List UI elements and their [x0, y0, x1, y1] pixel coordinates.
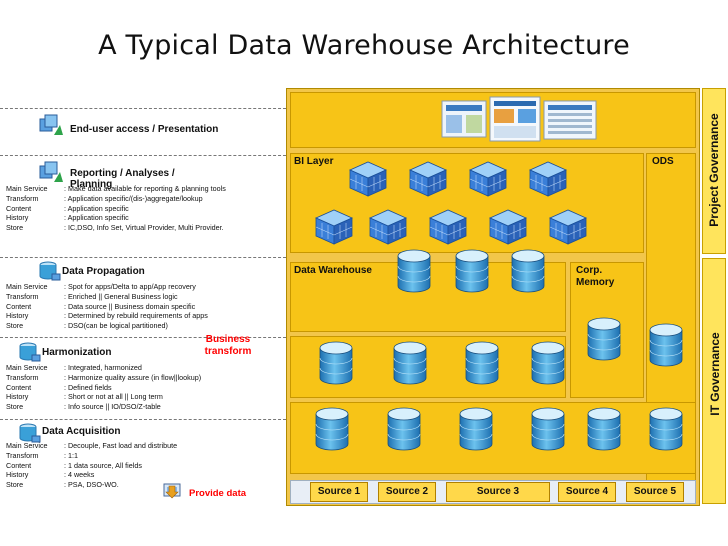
- infocube: [429, 209, 467, 245]
- database-icon: [39, 261, 61, 281]
- dso-cylinder: [587, 317, 621, 361]
- layer-title-reporting: Reporting / Analyses / Planning: [70, 168, 175, 190]
- dso-cylinder: [387, 407, 421, 451]
- dso-cylinder: [319, 341, 353, 385]
- source-box: Source 3: [446, 482, 550, 502]
- reporting-icon: [39, 161, 63, 182]
- infocube: [349, 161, 387, 197]
- layer-title-acquisition: Data Acquisition: [42, 426, 121, 437]
- ods-label: ODS: [652, 156, 674, 167]
- bi-layer-label: BI Layer: [294, 156, 334, 167]
- infocube: [315, 209, 353, 245]
- dso-cylinder: [649, 407, 683, 451]
- infocube: [489, 209, 527, 245]
- dso-cylinder: [393, 341, 427, 385]
- layer-details-reporting: Main Service: Make data available for re…: [6, 184, 226, 233]
- page-title: A Typical Data Warehouse Architecture: [98, 30, 630, 61]
- source-box: Source 1: [310, 482, 368, 502]
- dso-cylinder: [397, 249, 431, 293]
- layer-divider: [0, 419, 286, 420]
- source-box: Source 2: [378, 482, 436, 502]
- layer-title-presentation: End-user access / Presentation: [70, 124, 219, 135]
- database-icon: [19, 423, 41, 443]
- project-governance-label: Project Governance: [707, 113, 721, 227]
- dso-cylinder: [315, 407, 349, 451]
- dso-cylinder: [455, 249, 489, 293]
- dso-cylinder: [465, 341, 499, 385]
- source-box: Source 4: [558, 482, 616, 502]
- corp-memory-label: Corp. Memory: [576, 265, 615, 288]
- infocube: [529, 161, 567, 197]
- layer-details-harmonization: Main Service: Integrated, harmonized Tra…: [6, 363, 202, 412]
- provide-data-label: Provide data: [189, 488, 247, 499]
- it-governance-bar: IT Governance: [702, 258, 726, 504]
- dso-cylinder: [459, 407, 493, 451]
- business-transform-label: Business transform: [204, 334, 252, 357]
- layer-divider: [0, 257, 286, 258]
- layer-details-acquisition: Main Service: Decouple, Fast load and di…: [6, 441, 178, 490]
- dso-cylinder: [587, 407, 621, 451]
- dso-cylinder: [531, 407, 565, 451]
- acquisition-band: [290, 402, 696, 474]
- layer-divider: [0, 337, 286, 338]
- data-warehouse-label: Data Warehouse: [294, 265, 372, 276]
- project-governance-bar: Project Governance: [702, 88, 726, 254]
- infocube: [409, 161, 447, 197]
- source-box: Source 5: [626, 482, 684, 502]
- layer-details-propagation: Main Service: Spot for apps/Delta to app…: [6, 282, 208, 331]
- layer-divider: [0, 155, 286, 156]
- layer-title-harmonization: Harmonization: [42, 347, 112, 358]
- layer-divider: [0, 108, 286, 109]
- dso-cylinders: [315, 249, 683, 451]
- infocube: [469, 161, 507, 197]
- dso-cylinder: [531, 341, 565, 385]
- layer-title-propagation: Data Propagation: [62, 266, 145, 277]
- database-icon: [19, 342, 41, 362]
- dso-cylinder: [511, 249, 545, 293]
- dso-cylinder: [649, 323, 683, 367]
- it-governance-label: IT Governance: [708, 332, 722, 416]
- provide-data-icon: [163, 483, 181, 499]
- report-screenshots: [441, 96, 597, 142]
- presentation-icon: [39, 114, 63, 135]
- infocube: [369, 209, 407, 245]
- infocube: [549, 209, 587, 245]
